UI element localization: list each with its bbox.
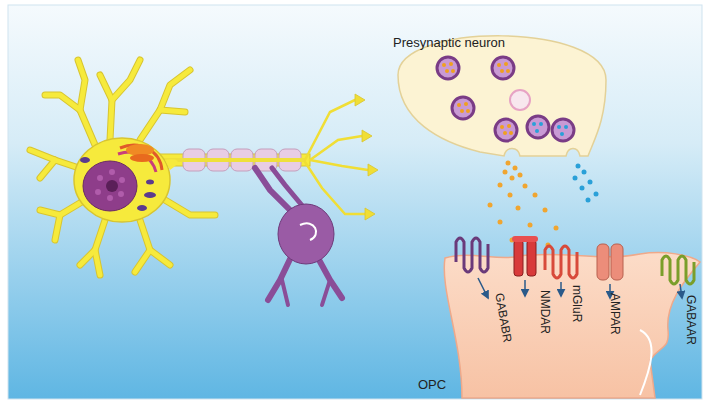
opc-highlight [300, 223, 316, 240]
opc-cell-body [278, 204, 334, 264]
presynaptic-bouton [398, 36, 606, 156]
golgi [130, 154, 154, 162]
organelles [80, 157, 156, 211]
glutamate-release [488, 161, 559, 248]
receptor-label: GABAAR [685, 295, 697, 345]
nmda-receptor [512, 236, 538, 276]
receptor-label: mGluR [571, 285, 583, 322]
gaba-release [573, 164, 599, 203]
neuron-soma [74, 138, 170, 222]
nucleus [83, 161, 137, 211]
receptor-label: NMDAR [539, 290, 551, 334]
background-panel [8, 5, 702, 399]
axon-terminals [305, 100, 368, 214]
nucleolus [106, 180, 118, 192]
cell-label: Presynaptic neuron [393, 36, 505, 49]
opc-processes [255, 168, 342, 305]
axon-core [160, 158, 305, 162]
gabab-receptor [456, 238, 488, 272]
axon-hillock [165, 159, 178, 170]
terminal-boutons [355, 94, 378, 220]
receptor-label: AMPAR [609, 293, 621, 335]
gabaa-receptor [662, 256, 694, 284]
membrane-highlight [640, 330, 652, 395]
chromatin [95, 169, 125, 201]
neuron-dendrites [30, 60, 215, 275]
opc-postsynaptic-process [444, 253, 700, 398]
receptor-label: GABABR [493, 292, 514, 343]
cell-label: OPC [418, 378, 446, 391]
presynaptic-bouton-node: Presynaptic neuron [395, 28, 607, 158]
mglu-receptor [545, 246, 577, 278]
ampa-receptor [597, 244, 623, 280]
synaptic-vesicles [437, 57, 574, 141]
opc-process-node: GABABR NMDAR mGluR AMPAR GABAAR OPC [400, 238, 705, 400]
